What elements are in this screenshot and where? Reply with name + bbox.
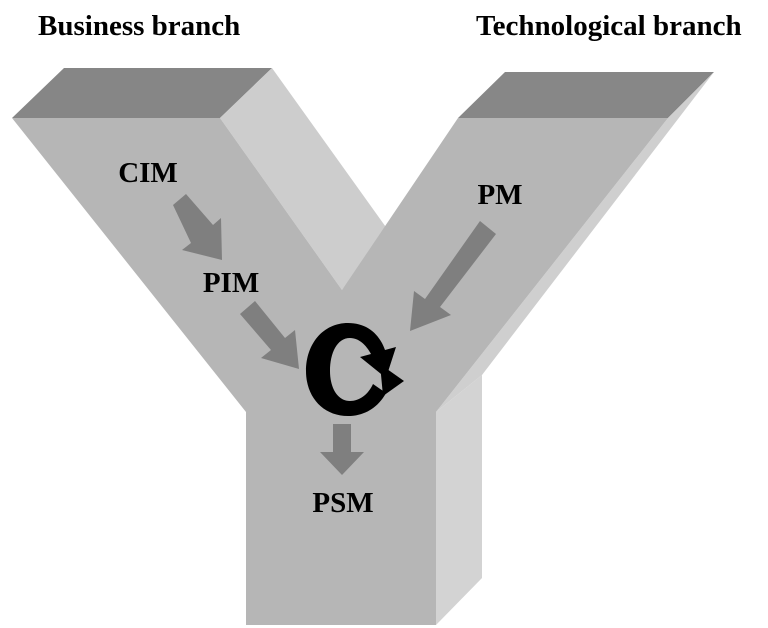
arrow-pim-to-center — [240, 301, 299, 369]
right-arm-top-face — [458, 72, 714, 118]
pim-label: PIM — [203, 267, 259, 299]
arrow-cim-to-pim — [173, 194, 222, 260]
stem-side-face — [436, 375, 482, 625]
y-front-face — [12, 118, 668, 625]
left-arm-inner-side-face — [220, 68, 388, 290]
business-branch-title: Business branch — [38, 10, 241, 42]
pm-label: PM — [477, 179, 522, 211]
technological-branch-title: Technological branch — [476, 10, 742, 42]
right-arm-side-face — [436, 72, 714, 412]
arrow-center-to-psm — [320, 424, 364, 475]
cim-label: CIM — [118, 157, 178, 189]
arrow-pm-to-center — [410, 221, 496, 331]
left-arm-top-face — [12, 68, 272, 118]
psm-label: PSM — [312, 487, 373, 519]
circular-arrows-icon — [306, 323, 404, 416]
